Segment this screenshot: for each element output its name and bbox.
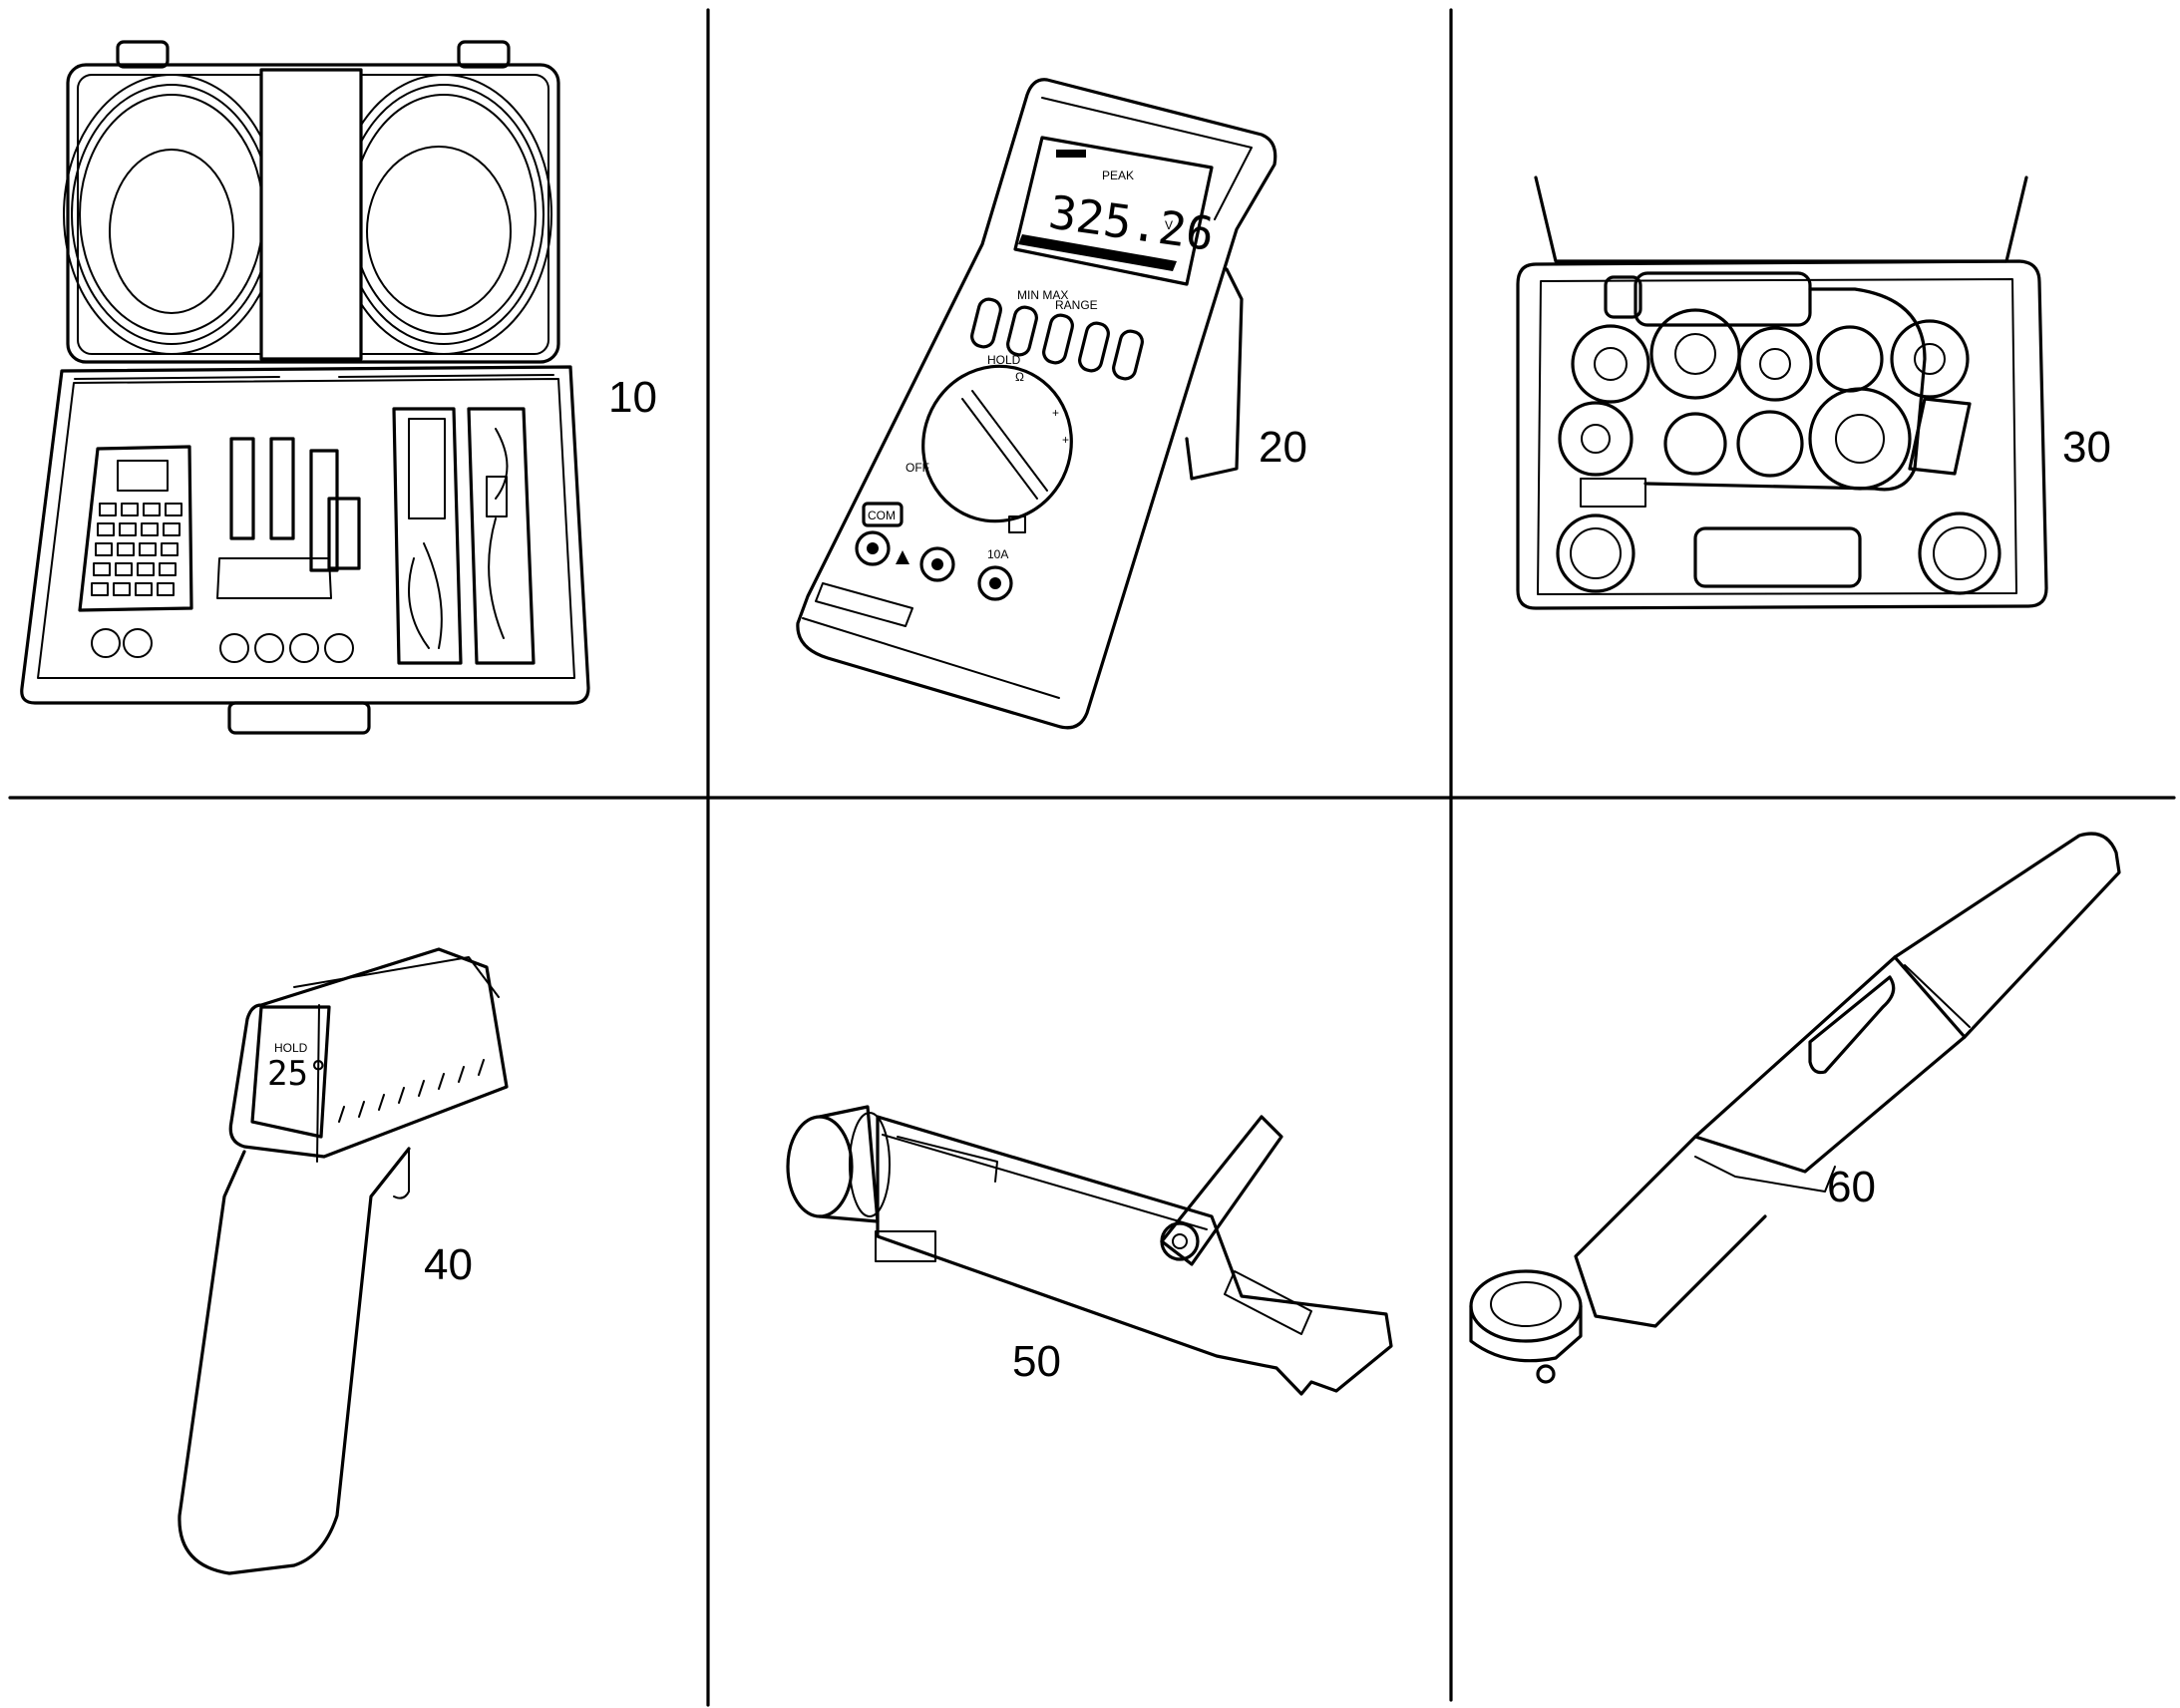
svg-text:+: + bbox=[1052, 406, 1059, 420]
multimeter-buttons bbox=[970, 297, 1144, 381]
amp-label: 10A bbox=[987, 547, 1008, 561]
svg-text:+: + bbox=[1062, 433, 1069, 447]
rotary-dial: OFF + + Ω bbox=[906, 364, 1073, 523]
keypad bbox=[91, 503, 182, 596]
callout-20: 20 bbox=[1259, 423, 1307, 472]
svg-text:Ω: Ω bbox=[1015, 370, 1024, 384]
tool-10-carry-case bbox=[20, 40, 590, 735]
display-unit: V bbox=[1165, 218, 1173, 232]
minmax-label: MIN MAX bbox=[1017, 288, 1068, 302]
grid-dividers bbox=[8, 8, 2176, 1707]
tool-20-multimeter: PEAK 325.26 V MIN MAX RANGE HOLD OFF + +… bbox=[796, 78, 1277, 730]
com-label: COM bbox=[868, 509, 896, 522]
hold-label: HOLD bbox=[987, 353, 1021, 367]
tool-60-torque-wrench bbox=[1469, 832, 2121, 1384]
tool-40-ir-thermometer: HOLD 25° bbox=[178, 947, 509, 1575]
tool-50-refractometer bbox=[786, 1105, 1393, 1396]
callout-10: 10 bbox=[608, 373, 657, 422]
range-label: RANGE bbox=[1055, 298, 1098, 312]
callout-40: 40 bbox=[424, 1240, 473, 1289]
thermo-reading: 25° bbox=[267, 1054, 328, 1094]
tool-30-pressure-tester-kit bbox=[1516, 175, 2048, 610]
callout-50: 50 bbox=[1012, 1337, 1061, 1386]
callout-30: 30 bbox=[2062, 423, 2111, 472]
display-peak-label: PEAK bbox=[1102, 169, 1134, 182]
off-label: OFF bbox=[906, 461, 929, 475]
callout-60: 60 bbox=[1827, 1163, 1876, 1211]
thermo-hold-label: HOLD bbox=[274, 1041, 308, 1055]
